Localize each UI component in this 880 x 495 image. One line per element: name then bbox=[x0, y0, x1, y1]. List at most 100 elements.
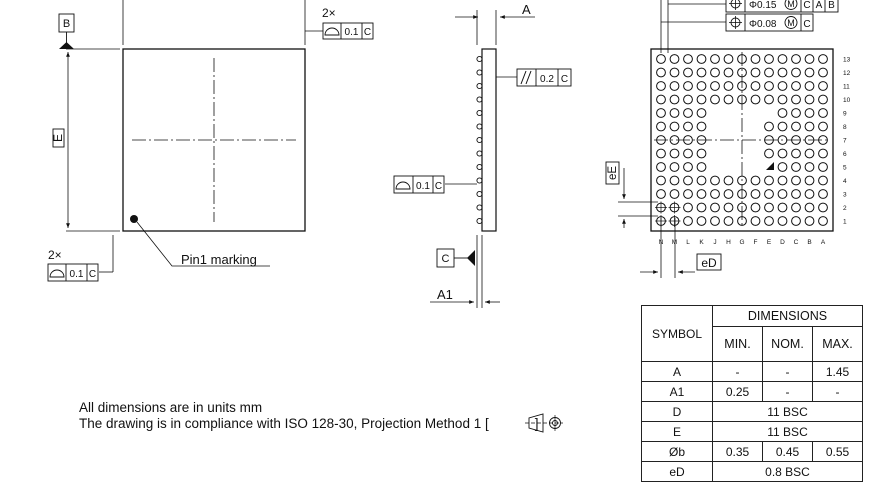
ball bbox=[804, 108, 815, 118]
row-number: 4 bbox=[843, 178, 847, 185]
ball bbox=[791, 135, 801, 145]
ball bbox=[656, 67, 666, 78]
ball bbox=[818, 81, 828, 91]
ball bbox=[696, 189, 707, 199]
ball bbox=[750, 94, 761, 105]
table-row: E 11 BSC bbox=[641, 421, 863, 442]
side-ball bbox=[476, 163, 483, 171]
ball bbox=[818, 216, 828, 226]
ball bbox=[683, 162, 693, 172]
row-number: 11 bbox=[843, 84, 850, 91]
ball bbox=[804, 202, 815, 213]
ball bbox=[723, 54, 734, 64]
ball bbox=[777, 121, 788, 132]
flatness-frame-bottom: 0.1 C bbox=[47, 263, 99, 282]
ball bbox=[669, 108, 680, 118]
ball bbox=[696, 108, 707, 118]
ball bbox=[710, 189, 720, 199]
side-ball bbox=[476, 204, 483, 211]
table-row: D 11 BSC bbox=[641, 401, 863, 422]
ball bbox=[804, 175, 815, 186]
ball bbox=[656, 148, 666, 159]
ball bbox=[737, 67, 747, 78]
position-frame-1: Φ0.15 M C A B bbox=[725, 0, 839, 13]
table-row: A1 0.25 - - bbox=[641, 381, 863, 402]
ball bbox=[804, 162, 815, 172]
ball bbox=[818, 189, 828, 199]
parallelism-datum: C bbox=[561, 74, 568, 85]
surface-profile-frame: 0.1 C bbox=[393, 175, 445, 194]
row-symbol: A1 bbox=[641, 381, 713, 402]
column-letter: J bbox=[713, 239, 716, 246]
side-ball bbox=[476, 109, 483, 117]
ball bbox=[696, 135, 707, 145]
ball bbox=[723, 202, 734, 213]
top-view: E B Pin1 marking 2× 0.1 C 2× 0.1 C bbox=[47, 0, 374, 282]
ball bbox=[696, 81, 707, 91]
column-letter: D bbox=[780, 239, 785, 246]
dimensions-table: SYMBOL DIMENSIONS MIN. NOM. MAX. A - - 1… bbox=[641, 305, 863, 482]
ball bbox=[683, 175, 693, 186]
position-1-modifier: M bbox=[787, 0, 795, 9]
ball bbox=[696, 216, 707, 226]
row-nom: 0.45 bbox=[762, 441, 813, 462]
side-ball-column bbox=[476, 55, 483, 225]
ball bbox=[804, 216, 815, 226]
ball bbox=[777, 216, 788, 226]
ball bbox=[669, 54, 680, 64]
parallelism-tolerance: 0.2 bbox=[540, 74, 554, 85]
side-body bbox=[481, 48, 497, 232]
datum-c-triangle bbox=[467, 250, 475, 266]
ball bbox=[777, 108, 788, 118]
ball bbox=[710, 81, 720, 91]
ball bbox=[656, 162, 666, 172]
ball bbox=[750, 81, 761, 91]
column-letter: L bbox=[686, 239, 690, 246]
column-letter: B bbox=[807, 239, 811, 246]
table-row: eD 0.8 BSC bbox=[641, 461, 863, 482]
row-min: 0.35 bbox=[712, 441, 763, 462]
ball bbox=[818, 94, 828, 105]
ball bbox=[723, 175, 734, 186]
ball bbox=[750, 54, 761, 64]
ball bbox=[683, 135, 693, 145]
ball bbox=[818, 54, 828, 64]
row-number: 10 bbox=[843, 97, 851, 104]
datum-b-label: B bbox=[63, 18, 70, 30]
ball bbox=[683, 94, 693, 105]
ball bbox=[669, 148, 680, 159]
ball bbox=[737, 54, 747, 64]
column-letter: F bbox=[754, 239, 758, 246]
ball bbox=[656, 121, 666, 132]
ball bbox=[723, 94, 734, 105]
row-span-value: 0.8 BSC bbox=[712, 461, 863, 482]
position-2-modifier: M bbox=[787, 18, 795, 28]
ball bbox=[791, 216, 801, 226]
a-dimension-label: A bbox=[522, 2, 531, 17]
projection-method-icon bbox=[525, 413, 563, 433]
ball bbox=[777, 94, 788, 105]
ball bbox=[750, 175, 761, 186]
ball bbox=[683, 67, 693, 78]
ball bbox=[669, 135, 680, 145]
ball bbox=[764, 175, 774, 186]
ball bbox=[710, 54, 720, 64]
row-number: 7 bbox=[843, 138, 847, 145]
ball bbox=[737, 81, 747, 91]
row-number: 6 bbox=[843, 151, 847, 158]
ball bbox=[764, 202, 774, 213]
ball bbox=[804, 189, 815, 199]
parallelism-frame: 0.2 C bbox=[516, 68, 572, 87]
ball bbox=[669, 162, 680, 172]
ball bbox=[723, 216, 734, 226]
ball bbox=[818, 148, 828, 159]
table-row: Øb 0.35 0.45 0.55 bbox=[641, 441, 863, 462]
ball bbox=[696, 162, 707, 172]
ball bbox=[764, 216, 774, 226]
ball bbox=[710, 94, 720, 105]
ball bbox=[818, 135, 828, 145]
column-letter: G bbox=[739, 239, 744, 246]
flatness-bottom-datum: C bbox=[89, 269, 96, 280]
datum-b-triangle bbox=[59, 42, 74, 49]
